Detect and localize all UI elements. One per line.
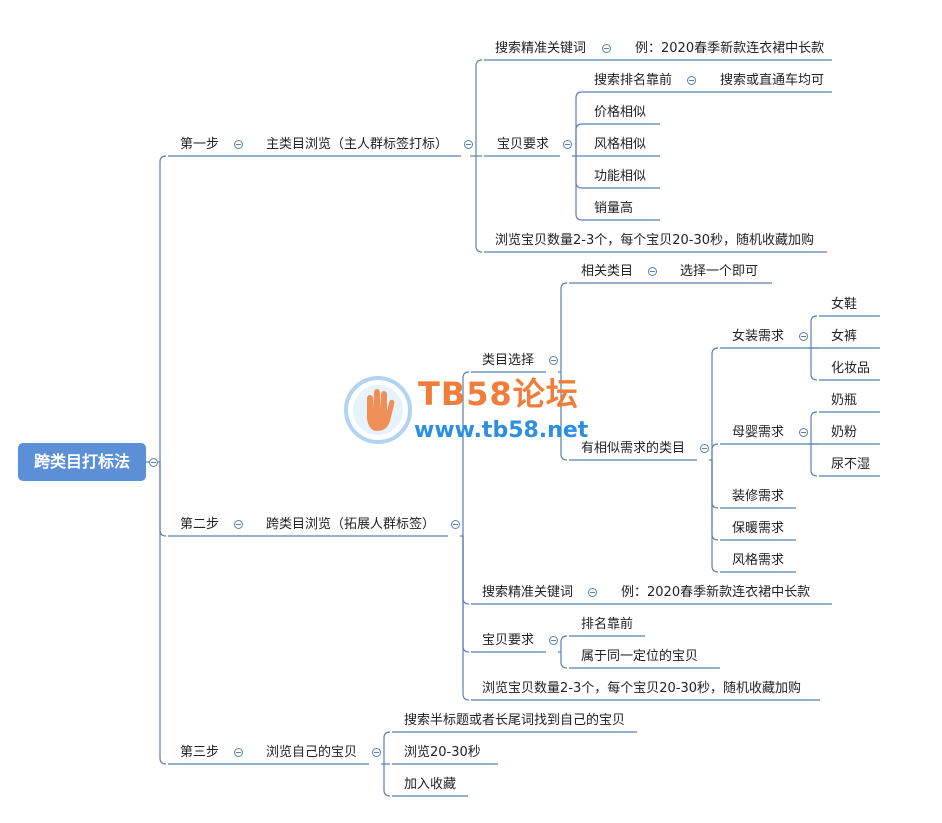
- node-s2-bottle[interactable]: 奶瓶: [831, 393, 858, 408]
- node-s2-decoration[interactable]: 装修需求: [732, 489, 785, 504]
- node-s1-rank-note[interactable]: 搜索或直通车均可: [720, 73, 825, 88]
- collapse-icon[interactable]: [234, 520, 243, 529]
- node-s2-requirements[interactable]: 宝贝要求: [482, 633, 535, 648]
- collapse-icon[interactable]: [234, 140, 243, 149]
- collapse-icon[interactable]: [451, 520, 460, 529]
- node-s3-time[interactable]: 浏览20-30秒: [404, 745, 481, 760]
- node-s2-women[interactable]: 女装需求: [732, 329, 785, 344]
- node-s1-style[interactable]: 风格相似: [594, 137, 647, 152]
- watermark-url: www.tb58.net: [414, 418, 589, 443]
- node-s2-keyword[interactable]: 搜索精准关键词: [482, 585, 574, 600]
- node-s2-browse[interactable]: 浏览宝贝数量2-3个，每个宝贝20-30秒，随机收藏加购: [482, 681, 802, 696]
- collapse-icon[interactable]: [372, 748, 381, 757]
- node-s1-keyword[interactable]: 搜索精准关键词: [495, 41, 587, 56]
- node-s2-diaper[interactable]: 尿不湿: [831, 457, 871, 472]
- collapse-icon[interactable]: [234, 748, 243, 757]
- node-s2-rank[interactable]: 排名靠前: [581, 617, 634, 632]
- collapse-icon[interactable]: [687, 76, 696, 85]
- node-s1-browse[interactable]: 浏览宝贝数量2-3个，每个宝贝20-30秒，随机收藏加购: [495, 233, 815, 248]
- node-s2-same-position[interactable]: 属于同一定位的宝贝: [581, 649, 699, 664]
- collapse-icon[interactable]: [799, 332, 808, 341]
- collapse-icon[interactable]: [464, 140, 473, 149]
- collapse-icon[interactable]: [648, 267, 657, 276]
- node-s2-cosmetics[interactable]: 化妆品: [831, 361, 871, 376]
- node-s2-pants[interactable]: 女裤: [831, 329, 858, 344]
- collapse-icon[interactable]: [588, 588, 597, 597]
- collapse-icon[interactable]: [602, 44, 611, 53]
- node-s1-sales[interactable]: 销量高: [594, 201, 634, 216]
- node-s2-warmth[interactable]: 保暖需求: [732, 521, 785, 536]
- node-s2-style[interactable]: 风格需求: [732, 553, 785, 568]
- node-s3-search[interactable]: 搜索半标题或者长尾词找到自己的宝贝: [404, 713, 626, 728]
- node-step2[interactable]: 第二步: [180, 517, 220, 532]
- node-s2-related-note[interactable]: 选择一个即可: [680, 264, 759, 279]
- root-node[interactable]: 跨类目打标法: [18, 443, 146, 481]
- node-s1-keyword-example[interactable]: 例：2020春季新款连衣裙中长款: [635, 41, 825, 56]
- watermark-title: TB58论坛: [418, 375, 579, 413]
- node-s2-shoes[interactable]: 女鞋: [831, 297, 858, 312]
- node-s2-similar[interactable]: 有相似需求的类目: [581, 441, 686, 456]
- node-step2-main[interactable]: 跨类目浏览（拓展人群标签）: [266, 517, 436, 532]
- collapse-icon[interactable]: [563, 140, 572, 149]
- node-s3-favorite[interactable]: 加入收藏: [404, 777, 457, 792]
- collapse-icon[interactable]: [149, 458, 158, 467]
- collapse-icon[interactable]: [799, 428, 808, 437]
- node-s2-category[interactable]: 类目选择: [482, 353, 535, 368]
- node-s1-rank[interactable]: 搜索排名靠前: [594, 73, 673, 88]
- node-step1[interactable]: 第一步: [180, 137, 220, 152]
- node-s2-milk[interactable]: 奶粉: [831, 425, 858, 440]
- node-step3-main[interactable]: 浏览自己的宝贝: [266, 745, 358, 760]
- collapse-icon[interactable]: [700, 444, 709, 453]
- collapse-icon[interactable]: [549, 356, 558, 365]
- node-step3[interactable]: 第三步: [180, 745, 220, 760]
- collapse-icon[interactable]: [549, 636, 558, 645]
- node-s2-keyword-example[interactable]: 例：2020春季新款连衣裙中长款: [621, 585, 811, 600]
- node-s2-related[interactable]: 相关类目: [581, 264, 634, 279]
- node-s1-function[interactable]: 功能相似: [594, 169, 647, 184]
- node-s1-price[interactable]: 价格相似: [594, 105, 647, 120]
- node-s1-requirements[interactable]: 宝贝要求: [497, 137, 550, 152]
- watermark-hand-logo-icon: [344, 376, 412, 444]
- node-step1-main[interactable]: 主类目浏览（主人群标签打标）: [266, 137, 449, 152]
- node-s2-baby[interactable]: 母婴需求: [732, 425, 785, 440]
